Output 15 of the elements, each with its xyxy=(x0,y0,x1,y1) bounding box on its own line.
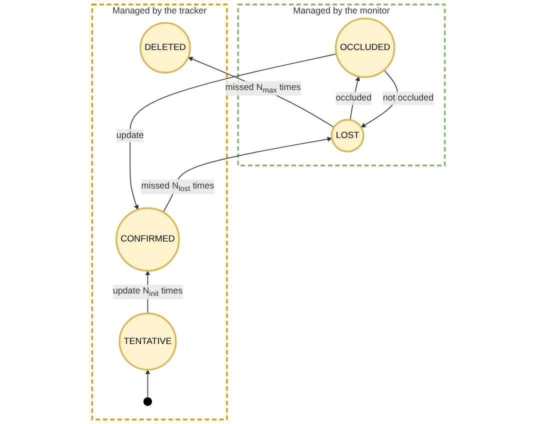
arrow xyxy=(145,370,150,398)
arrow xyxy=(130,54,337,210)
edge-label: update N$_{init}$ times xyxy=(112,286,183,298)
node-circle: TENTATIVE xyxy=(118,312,177,371)
node-circle: CONFIRMED xyxy=(116,207,180,272)
node-circle: OCCLUDED xyxy=(334,18,396,78)
edge-label: not occluded xyxy=(382,93,434,103)
edge-label: occluded xyxy=(336,93,372,103)
node-circle: LOST xyxy=(330,118,364,152)
edge-label: missed N$_{lost}$ times xyxy=(141,181,214,192)
arrow xyxy=(188,56,334,128)
edge-label: update xyxy=(116,130,144,140)
arrow xyxy=(162,136,332,213)
node-circle: DELETED xyxy=(140,22,191,74)
edge-label: missed N$_{max}$ times xyxy=(225,82,301,94)
